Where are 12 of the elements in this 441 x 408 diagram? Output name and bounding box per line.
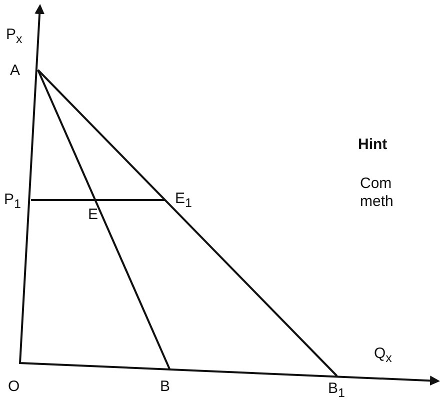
point-label: P$_{x}$ xyxy=(6,26,22,48)
point-label: E xyxy=(88,206,98,224)
point-label: B$_{1}$ xyxy=(328,380,345,402)
point-label: Q$_{x}$ xyxy=(374,345,392,367)
point-label: P$_{1}$ xyxy=(4,191,21,213)
point-label: A xyxy=(10,62,20,80)
body-text: Com xyxy=(360,175,392,193)
body-text: meth xyxy=(360,193,394,211)
point-label: E$_{1}$ xyxy=(175,190,192,212)
hint-heading: Hint xyxy=(358,136,388,154)
point-label: B xyxy=(160,378,170,396)
point-label: O xyxy=(8,378,20,396)
